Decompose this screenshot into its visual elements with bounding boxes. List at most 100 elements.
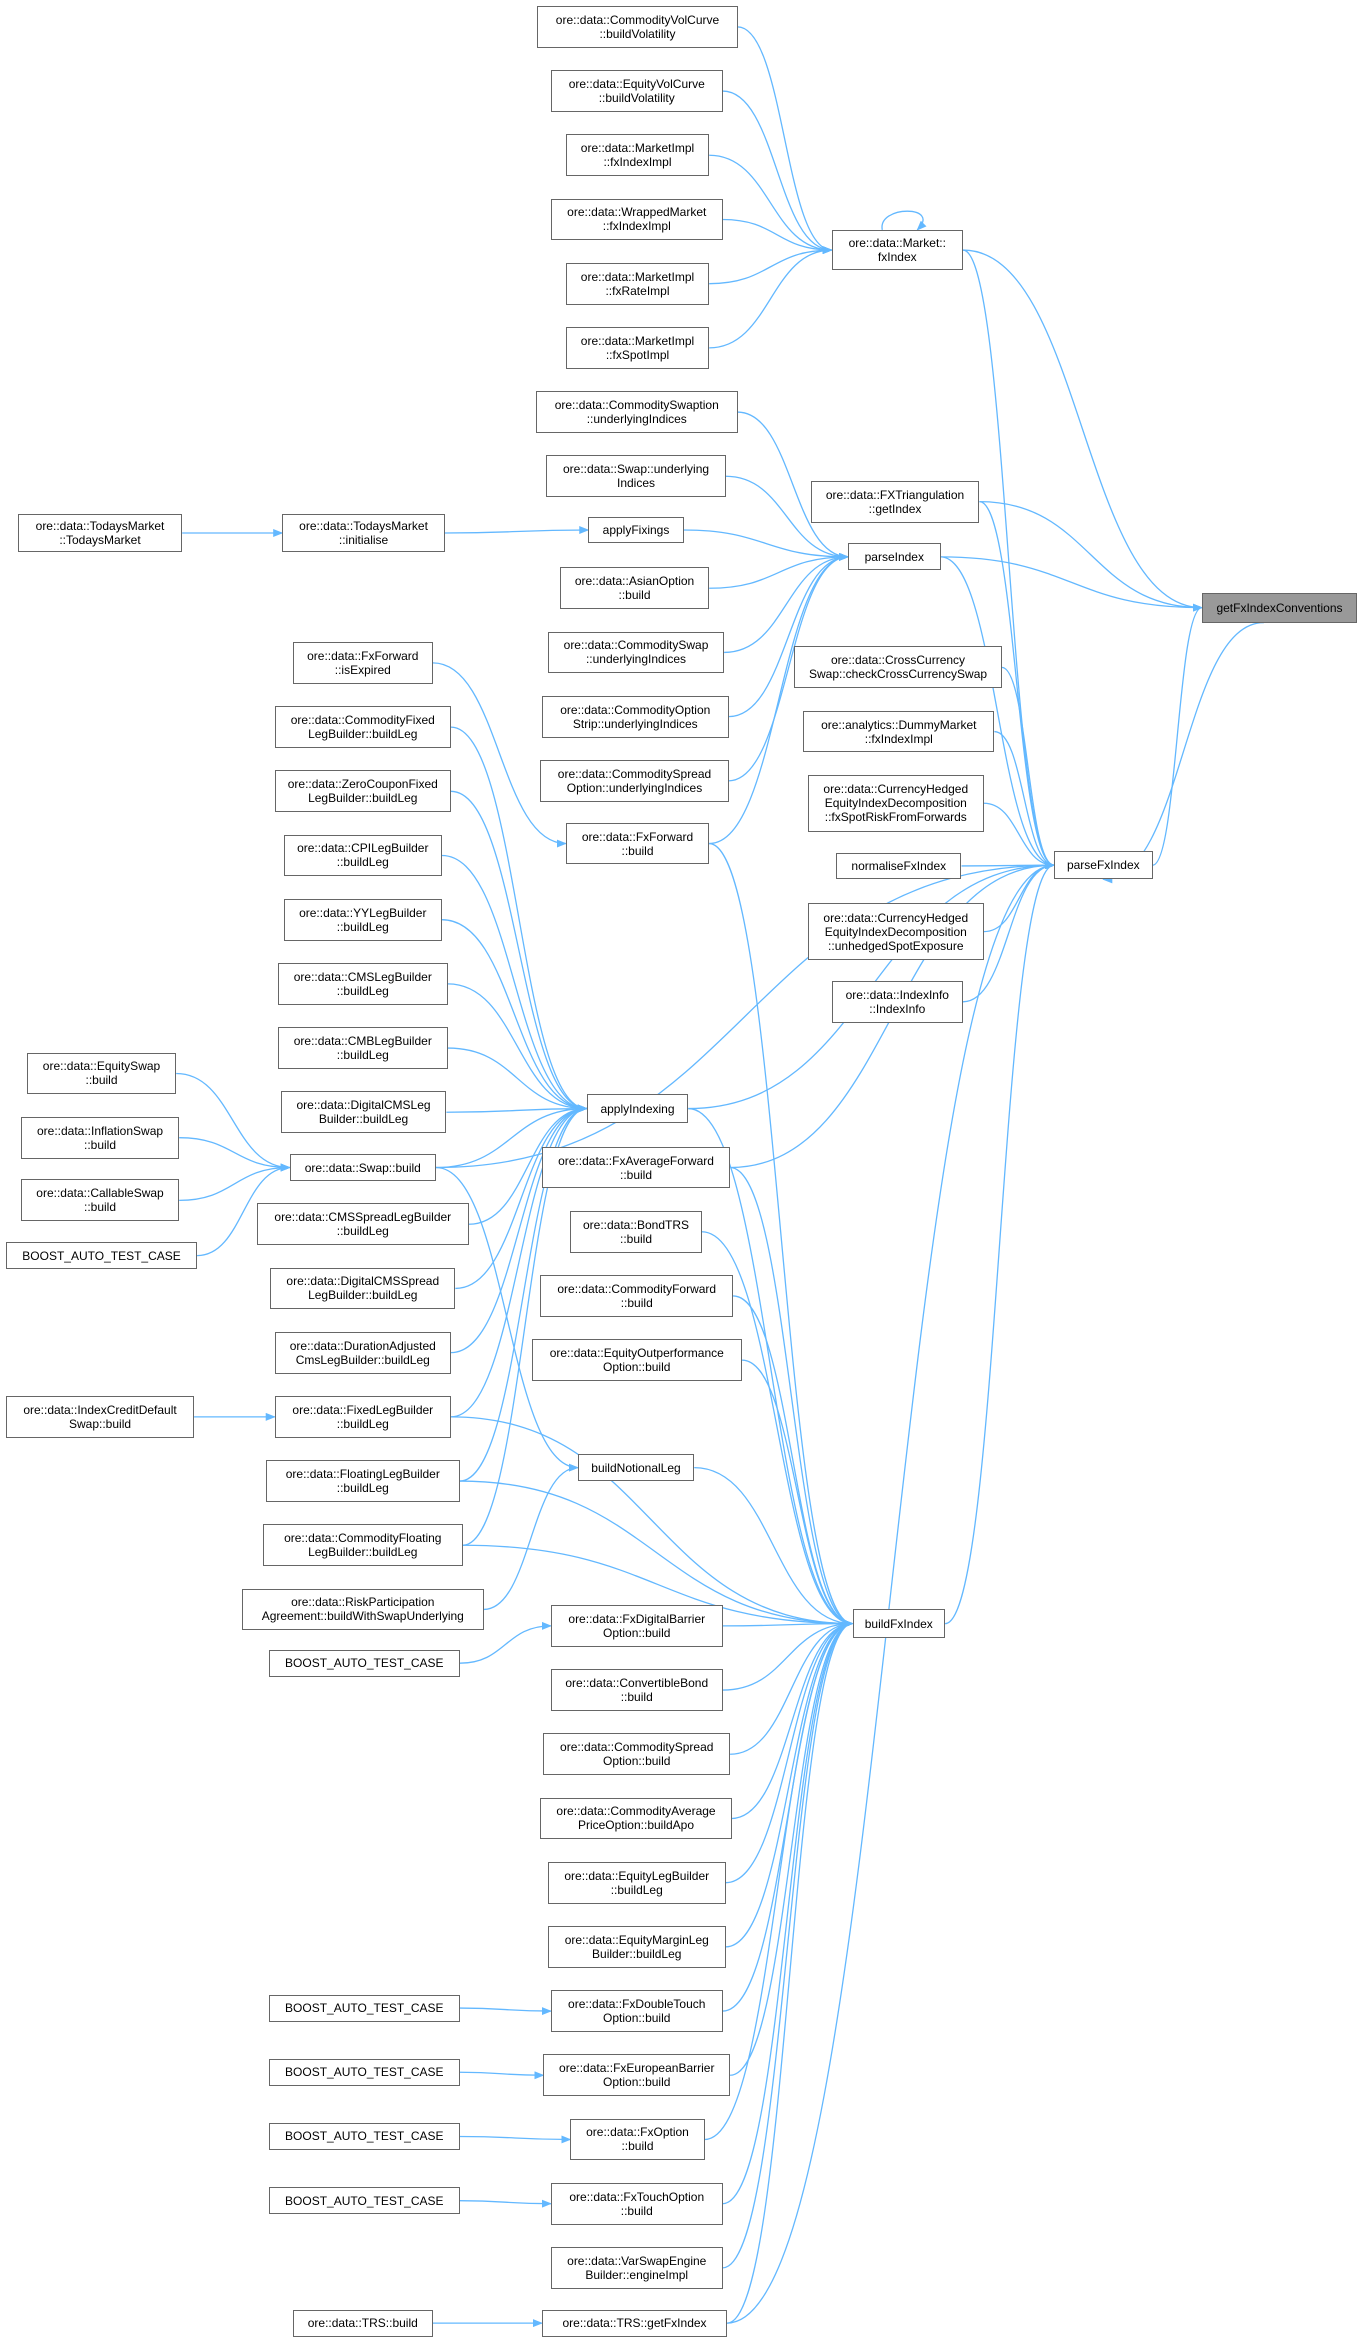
call-edge <box>709 842 854 1628</box>
call-edge <box>1001 666 1056 870</box>
call-edge <box>459 2071 545 2080</box>
graph-node[interactable]: ore::analytics::DummyMarket ::fxIndexImp… <box>803 710 995 753</box>
call-edge <box>940 556 1203 612</box>
graph-node[interactable]: applyIndexing <box>586 1094 689 1123</box>
graph-node[interactable]: parseFxIndex <box>1054 851 1153 880</box>
graph-node[interactable]: ore::data::DurationAdjusted CmsLegBuilde… <box>274 1331 451 1374</box>
graph-node[interactable]: BOOST_AUTO_TEST_CASE <box>268 2187 460 2215</box>
graph-node[interactable]: ore::data::CommodityAverage PriceOption:… <box>540 1797 732 1840</box>
graph-node[interactable]: ore::data::CommodityForward ::build <box>540 1275 734 1317</box>
graph-node[interactable]: ore::data::FxTouchOption ::build <box>550 2182 723 2225</box>
graph-node[interactable]: ore::data::CurrencyHedged EquityIndexDec… <box>807 774 984 832</box>
graph-node[interactable]: ore::data::ConvertibleBond ::build <box>550 1669 723 1711</box>
graph-node[interactable]: applyFixings <box>588 516 684 544</box>
graph-node[interactable]: ore::data::CallableSwap ::build <box>20 1179 180 1222</box>
call-edge <box>683 529 850 561</box>
graph-node[interactable]: normaliseFxIndex <box>836 852 962 880</box>
graph-node[interactable]: ore::data::CommoditySwap ::underlyingInd… <box>547 631 725 674</box>
graph-node[interactable]: ore::data::FxAverageForward ::build <box>541 1146 731 1189</box>
graph-node[interactable]: ore::data::TodaysMarket ::initialise <box>282 513 445 553</box>
call-edge <box>462 1104 588 1546</box>
graph-node[interactable]: ore::data::FXTriangulation ::getIndex <box>810 480 980 523</box>
call-edge <box>441 919 588 1113</box>
graph-node[interactable]: ore::data::TRS::getFxIndex <box>541 2309 728 2337</box>
graph-node[interactable]: ore::data::FixedLegBuilder ::buildLeg <box>274 1395 451 1438</box>
graph-node[interactable]: ore::data::BondTRS ::build <box>570 1210 702 1253</box>
graph-node[interactable]: ore::data::EquityMarginLeg Builder::buil… <box>547 1925 726 1968</box>
graph-node[interactable]: ore::data::FxOption ::build <box>570 2118 705 2161</box>
call-edge <box>1152 603 1203 866</box>
graph-node[interactable]: ore::data::CommodityOption Strip::underl… <box>541 695 729 738</box>
graph-node[interactable]: ore::data::CommoditySwaption ::underlyin… <box>535 391 738 433</box>
call-edge <box>441 854 588 1113</box>
call-edge <box>701 1231 854 1628</box>
graph-node[interactable]: BOOST_AUTO_TEST_CASE <box>268 2123 460 2150</box>
graph-node[interactable]: buildFxIndex <box>852 1609 946 1638</box>
graph-node[interactable]: BOOST_AUTO_TEST_CASE <box>268 1994 460 2022</box>
graph-node[interactable]: buildNotionalLeg <box>577 1454 695 1482</box>
graph-node[interactable]: ore::data::IndexCreditDefault Swap::buil… <box>5 1395 195 1438</box>
graph-node[interactable]: ore::data::Swap::underlying Indices <box>546 455 726 498</box>
graph-node[interactable]: ore::data::DigitalCMSSpread LegBuilder::… <box>270 1267 456 1310</box>
graph-node[interactable]: ore::data::TRS::build <box>292 2309 433 2337</box>
graph-node[interactable]: ore::data::WrappedMarket ::fxIndexImpl <box>550 198 723 241</box>
graph-node[interactable]: ore::data::TodaysMarket ::TodaysMarket <box>17 513 183 553</box>
graph-node[interactable]: BOOST_AUTO_TEST_CASE <box>5 1242 198 1270</box>
graph-node[interactable]: ore::data::InflationSwap ::build <box>20 1116 180 1159</box>
call-edge <box>446 1104 588 1113</box>
call-edge <box>979 500 1056 870</box>
graph-node[interactable]: ore::data::MarketImpl ::fxRateImpl <box>565 262 710 305</box>
call-edge <box>994 730 1056 870</box>
graph-node[interactable]: BOOST_AUTO_TEST_CASE <box>268 1649 460 1677</box>
call-edge <box>432 662 567 848</box>
graph-node[interactable]: ore::data::FxForward ::build <box>565 822 710 865</box>
graph-node[interactable]: ore::data::CPILegBuilder ::buildLeg <box>283 834 442 877</box>
graph-node[interactable]: ore::data::DigitalCMSLeg Builder::buildL… <box>280 1091 447 1134</box>
graph-node[interactable]: ore::data::CommoditySpread Option::build <box>543 1733 731 1776</box>
call-edge <box>722 90 833 255</box>
graph-node[interactable]: ore::data::YYLegBuilder ::buildLeg <box>283 898 442 941</box>
graph-node[interactable]: ore::data::CommodityFixed LegBuilder::bu… <box>274 706 451 748</box>
call-edge <box>468 1104 588 1225</box>
graph-node[interactable]: ore::data::CommodityVolCurve ::buildVola… <box>537 5 738 48</box>
graph-node[interactable]: ore::data::Market:: fxIndex <box>831 229 963 271</box>
graph-node[interactable]: ore::data::MarketImpl ::fxIndexImpl <box>565 134 710 177</box>
graph-node[interactable]: ore::data::CommoditySpread Option::under… <box>540 759 729 802</box>
graph-node[interactable]: ore::data::MarketImpl ::fxSpotImpl <box>565 326 710 369</box>
graph-node[interactable]: ore::data::IndexInfo ::IndexInfo <box>831 980 963 1023</box>
graph-node[interactable]: ore::data::EquityVolCurve ::buildVolatil… <box>550 70 723 112</box>
graph-node[interactable]: ore::data::ZeroCouponFixed LegBuilder::b… <box>274 770 451 813</box>
graph-node[interactable]: ore::data::FloatingLegBuilder ::buildLeg <box>265 1460 460 1502</box>
graph-node[interactable]: ore::data::CommodityFloating LegBuilder:… <box>262 1524 463 1567</box>
graph-node[interactable]: ore::data::FxForward ::isExpired <box>292 641 433 684</box>
graph-node[interactable]: ore::data::EquitySwap ::build <box>26 1052 177 1095</box>
call-edge <box>722 1619 854 2205</box>
call-edge <box>450 1416 854 1628</box>
graph-node[interactable]: ore::data::VarSwapEngine Builder::engine… <box>550 2246 723 2289</box>
graph-node[interactable]: ore::data::CMSSpreadLegBuilder ::buildLe… <box>256 1203 469 1246</box>
call-edge <box>728 552 850 782</box>
call-edge <box>722 1619 854 1691</box>
graph-node[interactable]: ore::data::AsianOption ::build <box>559 567 710 610</box>
graph-node[interactable]: ore::data::EquityLegBuilder ::buildLeg <box>547 1861 726 1904</box>
call-edge <box>179 1163 291 1202</box>
graph-node[interactable]: ore::data::CMBLegBuilder ::buildLeg <box>277 1027 448 1069</box>
call-edge <box>709 154 833 255</box>
graph-node[interactable]: ore::data::CurrencyHedged EquityIndexDec… <box>807 903 984 960</box>
graph-node[interactable]: BOOST_AUTO_TEST_CASE <box>268 2058 460 2086</box>
graph-node[interactable]: ore::data::EquityOutperformance Option::… <box>531 1339 742 1382</box>
graph-node[interactable]: ore::data::Swap::build <box>289 1154 436 1181</box>
call-edge <box>730 1619 854 1755</box>
graph-node[interactable]: ore::data::RiskParticipation Agreement::… <box>241 1588 484 1631</box>
graph-node[interactable]: ore::data::CMSLegBuilder ::buildLeg <box>277 962 448 1005</box>
call-edge <box>979 500 1203 612</box>
graph-node[interactable]: ore::data::FxDoubleTouch Option::build <box>550 1990 723 2032</box>
graph-node[interactable]: parseIndex <box>848 543 941 571</box>
graph-node[interactable]: ore::data::CrossCurrency Swap::checkCros… <box>794 646 1002 689</box>
call-edge <box>450 1104 588 1418</box>
focus-node[interactable]: getFxIndexConventions <box>1201 592 1358 623</box>
call-edge <box>459 2135 572 2144</box>
call-edge <box>459 1480 854 1628</box>
graph-node[interactable]: ore::data::FxEuropeanBarrier Option::bui… <box>543 2054 731 2097</box>
graph-node[interactable]: ore::data::FxDigitalBarrier Option::buil… <box>550 1604 723 1647</box>
